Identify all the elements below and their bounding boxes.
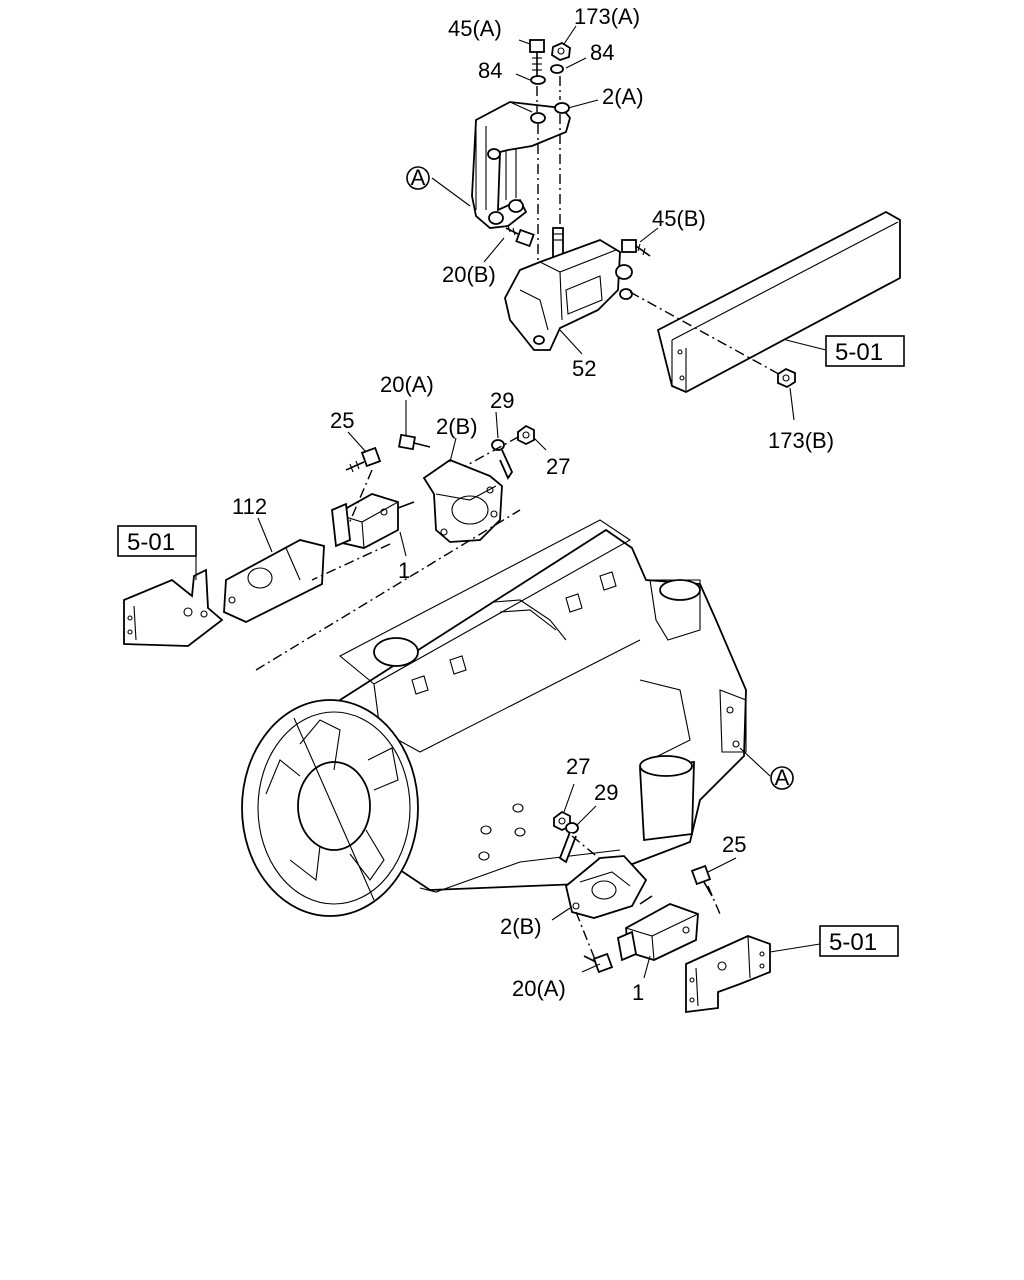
callout-bolt-20a-top: 20(A) [380, 372, 434, 397]
callout-nut-173a: 173(A) [574, 4, 640, 29]
bolt-20b [505, 224, 535, 248]
callout-plate-112: 112 [232, 494, 267, 519]
washer-84-left [530, 75, 546, 85]
callout-mount-1-top: 1 [398, 558, 410, 583]
fan [241, 699, 419, 917]
bolt-20a-top [398, 433, 431, 451]
callout-mount-52: 52 [572, 356, 596, 381]
bracket-2b-top [422, 458, 503, 543]
plate-112 [223, 539, 325, 623]
ref-label-frame-left: 5-01 [127, 529, 175, 556]
callout-bolt-45b: 45(B) [652, 206, 706, 231]
ref-box-frame-bottom-right: 5-01 [819, 925, 899, 957]
bolt-25-top [345, 446, 382, 473]
callout-bracket-2b-top: 2(B) [436, 414, 478, 439]
marker-a-bottom: A [770, 765, 794, 790]
callout-bracket-2a: 2(A) [602, 84, 644, 109]
ref-box-frame-top-right: 5-01 [825, 335, 905, 367]
callout-washer-84-right: 84 [590, 40, 614, 65]
leader-lines [195, 25, 827, 979]
nut-173a [551, 41, 571, 61]
right-frame-bracket [685, 935, 771, 1014]
bolt-45b [621, 239, 651, 257]
mount-52 [504, 239, 633, 351]
callout-nut-27-bottom: 27 [566, 754, 590, 779]
ref-label-frame-bottom-right: 5-01 [829, 929, 877, 956]
marker-a-top: A [406, 165, 430, 190]
bolt-45a [529, 39, 545, 78]
callout-bolt-25-top: 25 [330, 408, 354, 433]
bracket-2b-bottom [564, 855, 648, 919]
engine [329, 519, 747, 893]
left-frame-bracket [123, 568, 224, 647]
frame-rail [656, 210, 901, 393]
washer-29-bottom [558, 822, 579, 864]
callout-nut-173b: 173(B) [768, 428, 834, 453]
ref-box-frame-left: 5-01 [117, 525, 197, 557]
callout-labels: 45(A) 173(A) 84 84 2(A) 45(B) 20(B) 52 1… [232, 4, 834, 1005]
mount-1-bottom [616, 895, 699, 962]
bolt-25-bottom [690, 864, 713, 897]
nut-173b [777, 367, 796, 389]
callout-bolt-25-bottom: 25 [722, 832, 746, 857]
marker-a-top-label: A [411, 165, 426, 190]
mount-1-top [331, 493, 415, 549]
callout-washer-29-top: 29 [490, 388, 514, 413]
nut-27-top [517, 424, 535, 446]
washer-29-top [491, 439, 514, 480]
callout-mount-1-bottom: 1 [632, 980, 644, 1005]
bracket-2a [471, 101, 571, 229]
callout-bolt-20a-bottom: 20(A) [512, 976, 566, 1001]
callout-bolt-45a: 45(A) [448, 16, 502, 41]
marker-a-bottom-label: A [775, 765, 790, 790]
callout-washer-29-bottom: 29 [594, 780, 618, 805]
callout-washer-84-left: 84 [478, 58, 502, 83]
callout-nut-27-top: 27 [546, 454, 570, 479]
callout-bolt-20b: 20(B) [442, 262, 496, 287]
washer-84-right [550, 64, 564, 74]
ref-label-frame-top-right: 5-01 [835, 339, 883, 366]
callout-bracket-2b-bottom: 2(B) [500, 914, 542, 939]
